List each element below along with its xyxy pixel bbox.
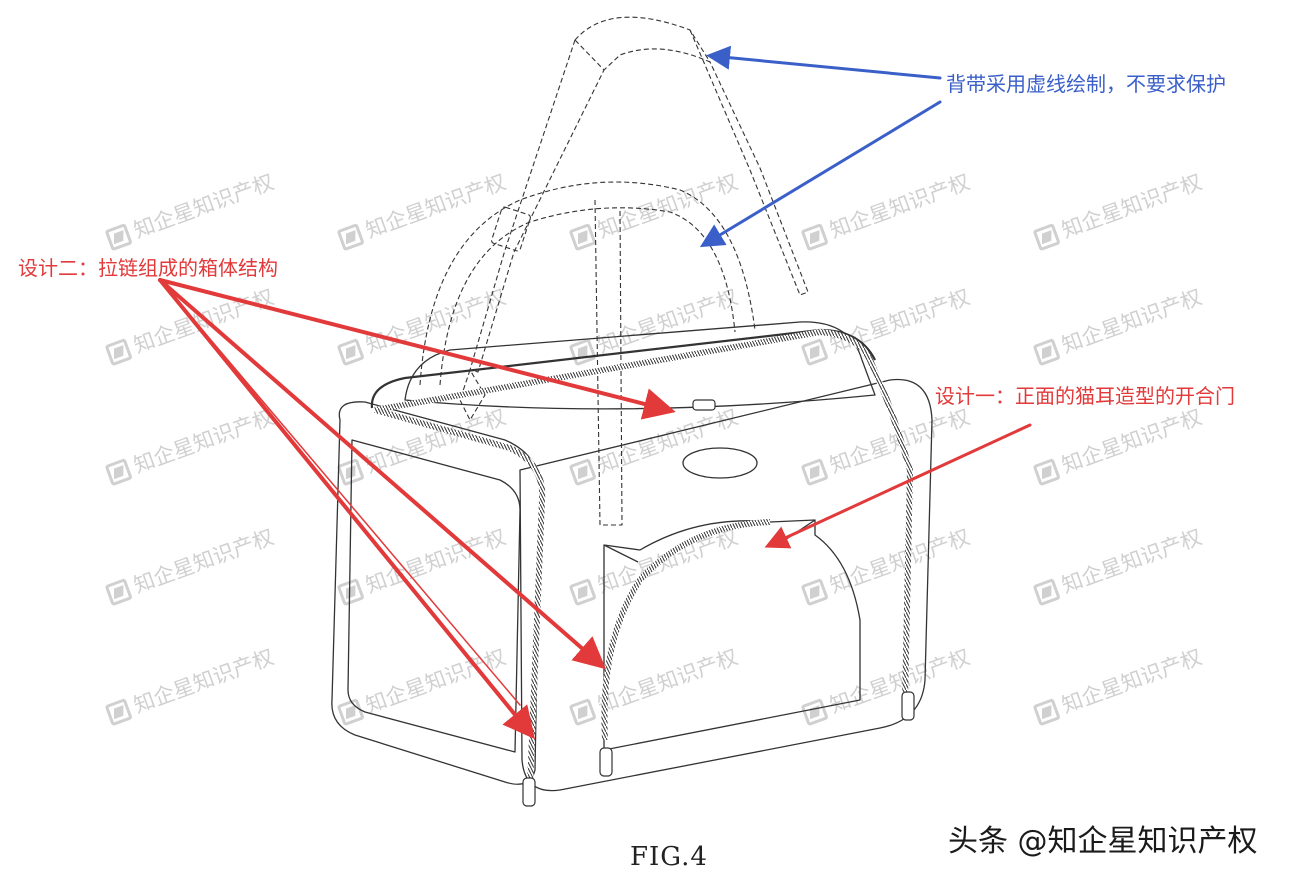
zipper-arrow-side (158, 278, 536, 740)
figure-caption: FIG.4 (630, 842, 708, 872)
top-zipper (374, 328, 914, 701)
brand-badge (682, 447, 758, 479)
top-panel (404, 321, 876, 410)
zipper-arrow-side-thin (159, 279, 521, 706)
zippers (374, 328, 914, 786)
shoulder-strap (459, 16, 809, 421)
door-annotation: 设计一：正面的猫耳造型的开合门 (935, 384, 1235, 408)
door-zipper (601, 519, 771, 741)
cat-ear-door (603, 519, 861, 751)
strap-annotation: 背带采用虚线绘制，不要求保护 (946, 72, 1226, 96)
side-zipper (374, 407, 546, 786)
zipper-pulls (522, 399, 915, 807)
zipper-arrow-top (158, 278, 676, 420)
strap-arrow-2 (699, 100, 942, 248)
front-panel (519, 378, 933, 792)
source-credit: 头条 @知企星知识产权 (948, 824, 1258, 859)
zipper-arrow-door (158, 278, 607, 670)
door-arrow (764, 423, 1032, 549)
zipper-annotation: 设计二：拉链组成的箱体结构 (18, 256, 278, 280)
strap-arrow-1 (706, 45, 942, 80)
annotation-arrows (158, 45, 1032, 740)
